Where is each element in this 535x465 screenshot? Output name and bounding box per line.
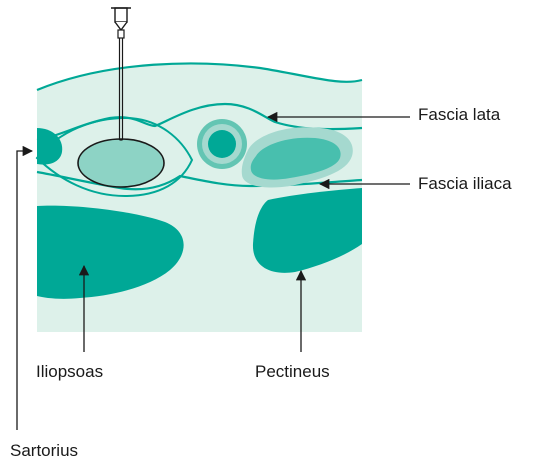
fascia-lata-label: Fascia lata [418,105,500,125]
artery-lumen [208,130,236,158]
iliopsoas-label: Iliopsoas [36,362,103,382]
fascia-iliaca-label: Fascia iliaca [418,174,512,194]
pectineus-label: Pectineus [255,362,330,382]
sartorius-leader [17,151,32,430]
sartorius-label: Sartorius [10,441,78,461]
injection-target-oval [78,139,164,187]
